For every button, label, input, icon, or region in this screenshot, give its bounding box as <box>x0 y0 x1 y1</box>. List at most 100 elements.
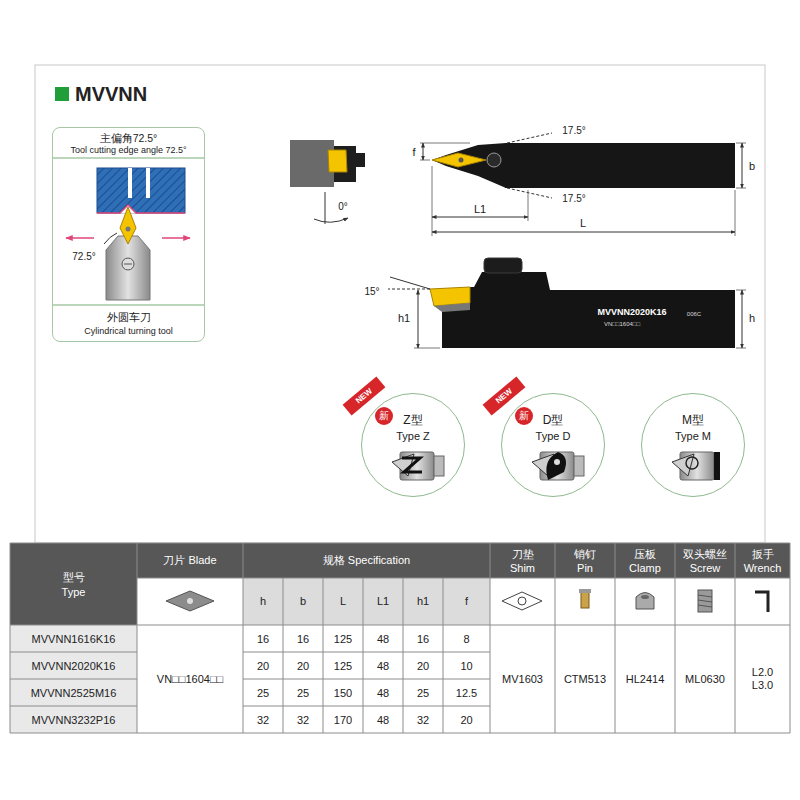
tool-holder <box>106 236 150 300</box>
grid-line <box>363 578 364 733</box>
table-header-cell: Wrench <box>743 562 783 575</box>
extension-line <box>420 160 430 161</box>
holder-side <box>442 272 735 348</box>
pin-icon-head <box>579 589 591 593</box>
extension-line <box>736 143 746 144</box>
grid-line <box>735 543 736 733</box>
insert <box>120 207 136 244</box>
grid-line <box>10 543 11 733</box>
holder-head <box>432 143 506 188</box>
grid-line <box>243 543 244 733</box>
dimension-line <box>742 143 743 188</box>
extension-line <box>736 188 746 189</box>
blade-icon-hole <box>187 598 193 604</box>
angle-line <box>507 188 552 198</box>
title-mark <box>55 87 69 101</box>
reference-line <box>388 289 430 290</box>
type-badge: Z型Type Z <box>361 393 465 497</box>
table-header-cell: Shim <box>509 562 536 575</box>
body-marking: VN□□1604□□ <box>603 321 641 328</box>
table-cell: VN□□1604□□ <box>156 673 224 686</box>
pin-icon <box>581 592 589 608</box>
panel-divider <box>52 304 205 306</box>
insert <box>328 150 347 172</box>
type-badge: M型 Type M <box>641 393 745 497</box>
dimension-line <box>432 232 735 233</box>
node-text: M型 <box>682 414 704 428</box>
table-subheader-cell: h <box>259 595 267 608</box>
table-cell: 10 <box>459 659 473 672</box>
table-cell: 12.5 <box>455 686 478 699</box>
grid-line <box>615 543 616 733</box>
table-subheader <box>243 578 490 625</box>
grid-line <box>243 706 490 707</box>
workpiece <box>97 168 185 213</box>
holder-body <box>505 143 735 188</box>
angle-arc <box>104 233 117 244</box>
table-cell: 125 <box>333 659 353 672</box>
table-header-cell: Clamp <box>628 562 662 575</box>
table-cell: 32 <box>416 713 430 726</box>
table-cell: 48 <box>376 659 390 672</box>
table-subheader-cell: L <box>339 595 347 608</box>
page-frame <box>35 65 765 543</box>
table-cell: 16 <box>296 632 310 645</box>
dimension-label: h1 <box>397 312 411 325</box>
m-pin-icon <box>686 457 698 469</box>
angle-arc <box>314 218 348 222</box>
blade-icon <box>166 591 214 611</box>
table-cell: 20 <box>416 659 430 672</box>
angle-line <box>390 277 430 289</box>
table-subheader-cell: L1 <box>376 595 390 608</box>
insert <box>430 287 470 306</box>
workpiece-groove <box>146 168 150 198</box>
table-header-cell: Type <box>61 586 87 599</box>
angle-line <box>507 133 552 143</box>
grid-line <box>10 733 790 734</box>
table-cell: 25 <box>416 686 430 699</box>
node-text: Type M <box>675 430 711 443</box>
node-text: D型 <box>543 414 564 428</box>
table-subheader-cell: h1 <box>416 595 430 608</box>
reference-line <box>325 192 326 224</box>
table-header-cell: 双头螺丝 <box>682 548 728 561</box>
dimension-label: L1 <box>473 203 487 216</box>
table-cell: 48 <box>376 632 390 645</box>
table-header-cell: 型号 <box>62 571 86 584</box>
table-cell: 170 <box>333 713 353 726</box>
table-cell: 32 <box>256 713 270 726</box>
grid-line <box>403 578 404 733</box>
m-clamp-icon <box>714 452 720 480</box>
dimension-label: b <box>748 160 756 173</box>
feed-arrow <box>162 237 190 239</box>
clamp-lever <box>484 258 522 273</box>
grid-line <box>323 578 324 733</box>
screw <box>122 258 134 270</box>
table-header <box>10 578 137 625</box>
node-text: Cylindrical turning tool <box>84 326 173 336</box>
table-cell: MV1603 <box>501 673 544 686</box>
insert-hole <box>126 227 131 232</box>
table-type-column <box>10 625 137 733</box>
table-cell: 25 <box>296 686 310 699</box>
table-cell: 125 <box>333 632 353 645</box>
shim <box>434 303 470 312</box>
shim-icon <box>502 592 542 610</box>
clamp <box>356 153 365 167</box>
feed-arrow <box>66 237 94 239</box>
grid-line <box>243 652 490 653</box>
grid-line <box>243 679 490 680</box>
grid-line <box>10 543 790 544</box>
extension-line <box>736 348 746 349</box>
holder-end-view <box>290 140 334 187</box>
table-header-cell: Pin <box>576 562 594 575</box>
table-cell: 32 <box>296 713 310 726</box>
extension-line <box>432 166 433 236</box>
dimension-line <box>432 217 528 218</box>
dimension-label: L <box>579 217 587 230</box>
dimension-line <box>423 143 424 160</box>
body-marking: MVVNN2020K16 <box>596 307 667 317</box>
table-cell: 16 <box>416 632 430 645</box>
cut-profile <box>97 205 185 213</box>
